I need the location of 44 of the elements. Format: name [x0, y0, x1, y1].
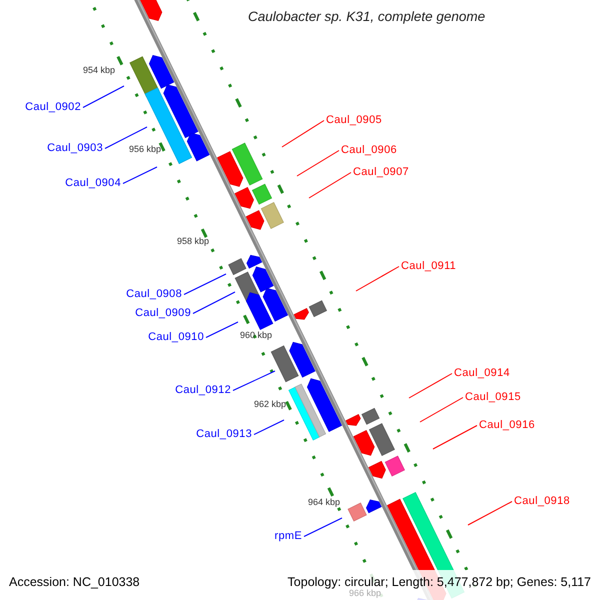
- footer-text: Accession: NC_010338: [9, 574, 140, 590]
- gene-label: Caul_0913: [196, 428, 252, 441]
- footer-text: Topology: circular; Length: 5,477,872 bp; Genes: 5,117: [288, 574, 591, 590]
- leader-line: [296, 150, 340, 176]
- gene-label: Caul_0902: [25, 101, 81, 114]
- leader-line: [356, 266, 400, 292]
- scale-label: 954 kbp: [82, 64, 115, 76]
- gene-label: Caul_0918: [514, 495, 570, 508]
- gene-label: Caul_0909: [135, 307, 191, 320]
- leader-line: [122, 166, 158, 184]
- leader-line: [308, 172, 352, 198]
- leader-line: [420, 397, 464, 422]
- gene-label: Caul_0915: [465, 391, 521, 404]
- leader-line: [184, 274, 226, 295]
- leader-line: [304, 518, 342, 537]
- gene-label: Caul_0907: [353, 166, 409, 179]
- gene-label: Caul_0914: [454, 367, 510, 380]
- leader-line: [104, 126, 148, 149]
- leader-line: [206, 322, 238, 338]
- leader-line: [192, 292, 236, 314]
- leader-line: [254, 420, 284, 435]
- title: Caulobacter sp. K31, complete genome: [248, 9, 486, 24]
- gene-label: Caul_0906: [341, 144, 397, 157]
- leader-line: [432, 425, 478, 450]
- scale-label: 966 kbp: [348, 588, 381, 598]
- gene-label: rpmE: [274, 530, 302, 543]
- gene-label: Caul_0911: [401, 260, 456, 273]
- leader-line: [408, 373, 452, 398]
- leader-line: [82, 86, 124, 108]
- gene-label: Caul_0903: [47, 142, 103, 155]
- gene-label: Caul_0912: [175, 384, 231, 397]
- leader-line: [468, 501, 512, 526]
- scale-label: 962 kbp: [254, 398, 286, 410]
- gene-label: Caul_0908: [126, 288, 182, 301]
- leader-line: [282, 120, 324, 148]
- gene-label: Caul_0905: [326, 114, 382, 127]
- gene-label: Caul_0916: [479, 419, 535, 432]
- leader-line: [232, 370, 276, 391]
- scale-label: 958 kbp: [176, 236, 209, 246]
- scale-label: 964 kbp: [308, 496, 340, 508]
- gene-label: Caul_0904: [65, 177, 121, 190]
- scale-label: 956 kbp: [128, 144, 161, 154]
- scale-label: 960 kbp: [240, 330, 272, 340]
- gene-label: Caul_0910: [148, 331, 204, 344]
